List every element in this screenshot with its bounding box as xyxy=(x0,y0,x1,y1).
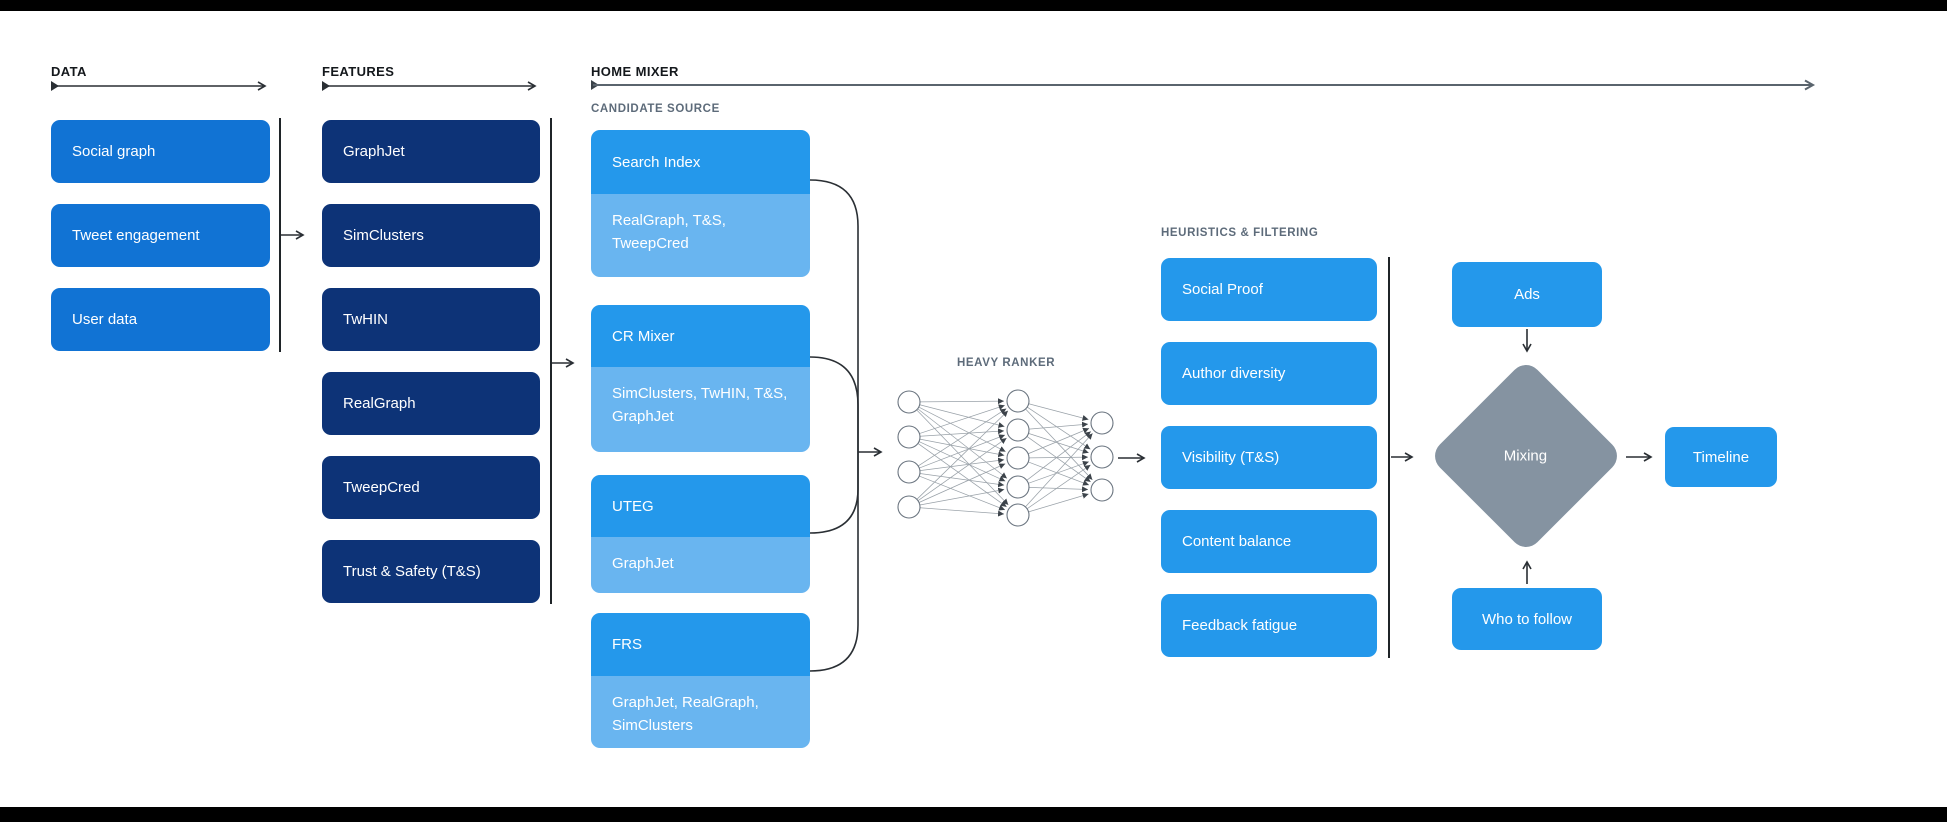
feature-box-realgraph: RealGraph xyxy=(322,372,540,435)
top-black-bar xyxy=(0,0,1947,11)
candidate-body-uteg: GraphJet xyxy=(591,537,810,593)
who-to-follow-box: Who to follow xyxy=(1452,588,1602,650)
feature-box-twhin: TwHIN xyxy=(322,288,540,351)
feature-box-trust-safety: Trust & Safety (T&S) xyxy=(322,540,540,603)
heuristic-box-author-diversity: Author diversity xyxy=(1161,342,1377,405)
heuristic-box-content-balance: Content balance xyxy=(1161,510,1377,573)
candidate-body-cr-mixer: SimClusters, TwHIN, T&S, GraphJet xyxy=(591,367,810,452)
heavy-ranker-network xyxy=(897,389,1114,527)
heuristic-box-feedback-fatigue: Feedback fatigue xyxy=(1161,594,1377,657)
mixing-label: Mixing xyxy=(1504,447,1548,465)
features-section-label: FEATURES xyxy=(322,64,395,79)
feature-box-simclusters: SimClusters xyxy=(322,204,540,267)
candidate-source-label: CANDIDATE SOURCE xyxy=(591,103,720,115)
data-header-arrow xyxy=(51,81,267,91)
heuristic-box-social-proof: Social Proof xyxy=(1161,258,1377,321)
home-mixer-header-arrow xyxy=(591,79,1816,91)
bottom-black-bar xyxy=(0,807,1947,822)
data-box-social-graph: Social graph xyxy=(51,120,270,183)
heuristic-box-visibility: Visibility (T&S) xyxy=(1161,426,1377,489)
candidate-body-search-index: RealGraph, T&S, TweepCred xyxy=(591,194,810,277)
data-box-tweet-engagement: Tweet engagement xyxy=(51,204,270,267)
uteg-connector xyxy=(809,452,859,534)
feature-box-graphjet: GraphJet xyxy=(322,120,540,183)
timeline-box: Timeline xyxy=(1665,427,1777,487)
cr-mixer-connector xyxy=(809,356,859,452)
feature-box-tweepcred: TweepCred xyxy=(322,456,540,519)
home-mixer-section-label: HOME MIXER xyxy=(591,64,679,79)
heavy-ranker-label: HEAVY RANKER xyxy=(957,357,1056,369)
candidate-head-uteg: UTEG xyxy=(591,475,810,537)
frs-connector xyxy=(809,452,859,672)
candidate-body-frs: GraphJet, RealGraph, SimClusters xyxy=(591,676,810,748)
heuristics-filtering-label: HEURISTICS & FILTERING xyxy=(1161,227,1319,239)
ads-box: Ads xyxy=(1452,262,1602,327)
data-box-user-data: User data xyxy=(51,288,270,351)
search-index-connector xyxy=(809,179,859,452)
features-header-arrow xyxy=(322,81,537,91)
candidate-head-search-index: Search Index xyxy=(591,130,810,194)
candidate-head-frs: FRS xyxy=(591,613,810,676)
data-section-label: DATA xyxy=(51,64,87,79)
candidate-head-cr-mixer: CR Mixer xyxy=(591,305,810,367)
